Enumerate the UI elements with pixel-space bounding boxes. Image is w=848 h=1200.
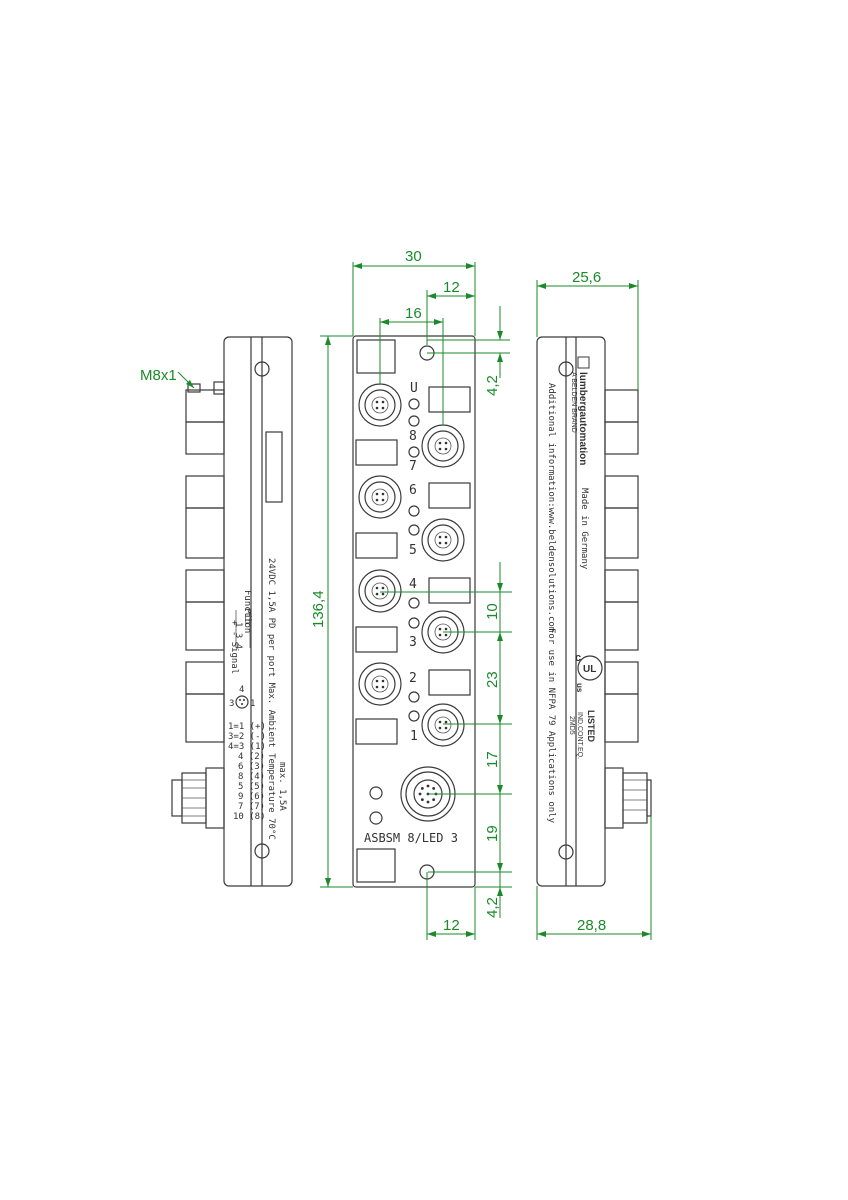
pinmap-item: 3=2 (-) <box>228 732 266 742</box>
led-label-u: U <box>410 381 418 396</box>
dim-pitch-17: 17 <box>484 751 501 768</box>
mount-hole-left-top <box>254 361 270 377</box>
m12-pin <box>432 798 436 802</box>
nfpa-text: For use in NFPA 79 Applications only <box>546 628 556 824</box>
led-label-5: 5 <box>409 543 417 558</box>
dim-port-offset-bottom: 12 <box>443 917 460 934</box>
status-led <box>408 524 420 536</box>
mount-hole-left-bottom <box>254 843 270 859</box>
info-text: Additional information:www.beldensolutio… <box>546 383 556 632</box>
dim-hole-offset-bottom: 4,2 <box>484 897 501 918</box>
pinmap-item: 6 (3) <box>238 762 265 772</box>
pin-values: 1 3 4 <box>233 622 243 649</box>
ul-mid-text: UL <box>583 664 596 675</box>
brand-name: lumbergautomation <box>577 372 588 465</box>
pin-label-4: 4 <box>239 685 244 695</box>
left-side-view <box>171 336 293 887</box>
led-label-6: 6 <box>409 483 417 498</box>
m12-pin <box>426 800 430 804</box>
brand-logo-icon <box>577 356 590 369</box>
pin-header: Pin <box>242 608 252 624</box>
led-label-1: 1 <box>410 729 418 744</box>
ul-c-text: c <box>575 652 581 664</box>
model-label: ASBSM 8/LED 3 <box>364 831 458 845</box>
listed-code: IND.CONT.EQ. <box>576 712 583 759</box>
function-values: + - Signal <box>229 620 239 674</box>
dim-hole-offset-top: 4,2 <box>484 375 501 396</box>
brand-sub: A BELDEN BRAND <box>570 372 577 433</box>
m12-pin <box>420 786 424 790</box>
m8-port <box>358 662 402 706</box>
max-current-text: max. 1,5A <box>277 762 287 811</box>
led-label-3: 3 <box>409 635 417 650</box>
dim-port-spacing: 16 <box>405 305 422 322</box>
right-side-view <box>536 336 652 887</box>
thread-label: M8x1 <box>140 367 177 384</box>
status-led <box>408 398 420 410</box>
listed-text: LISTED <box>586 710 596 743</box>
led-label-2: 2 <box>409 671 417 686</box>
m8-ports <box>358 383 465 747</box>
dim-height-total: 136,4 <box>310 590 327 628</box>
pinmap-list: 1=1 (+) 3=2 (-) 4=3 (1) 4 (2) 6 (3) 8 (4… <box>228 722 266 822</box>
pin-diagram-icon <box>235 695 249 709</box>
pin-label-1: 1 <box>250 699 255 709</box>
pinmap-item: 5 (5) <box>238 782 265 792</box>
led-label-4: 4 <box>409 577 417 592</box>
status-led <box>408 710 420 722</box>
pinmap-item: 8 (4) <box>238 772 265 782</box>
dimension-arrows <box>325 263 651 937</box>
pinmap-item: 1=1 (+) <box>228 722 266 732</box>
status-led <box>408 446 420 458</box>
m12-pin <box>432 786 436 790</box>
ul-us-text: us <box>575 683 584 693</box>
status-leds <box>408 398 420 722</box>
dim-side-bottom: 28,8 <box>577 917 606 934</box>
led-label-8: 8 <box>409 429 417 444</box>
m8-port <box>421 518 465 562</box>
pinmap-item: 4 (2) <box>238 752 265 762</box>
m8-port <box>358 569 402 613</box>
status-led <box>408 691 420 703</box>
pinmap-item: 10 (8) <box>233 812 266 822</box>
m12-pin <box>426 784 430 788</box>
dim-width-total: 30 <box>405 248 422 265</box>
led-label-7: 7 <box>409 459 417 474</box>
listed-num: 2MD5 <box>568 716 575 735</box>
status-led <box>408 597 420 609</box>
status-led <box>408 505 420 517</box>
m8-thread <box>187 383 201 393</box>
pinmap-item: 9 (6) <box>238 792 265 802</box>
ul-mark-icon <box>577 655 603 681</box>
pinmap-item: 7 (7) <box>238 802 265 812</box>
dim-pitch-19: 19 <box>484 825 501 842</box>
m8-port <box>358 475 402 519</box>
m8-port <box>421 424 465 468</box>
m8-port <box>358 383 402 427</box>
pin-label-3: 3 <box>229 699 234 709</box>
dim-port-offset-top: 12 <box>443 279 460 296</box>
m12-connector-left <box>171 767 225 829</box>
status-led <box>408 617 420 629</box>
rating-text: 24VDC 1,5A PD per port Max. Ambient Temp… <box>266 558 276 840</box>
m12-connector-front <box>369 766 456 825</box>
status-led <box>408 415 420 427</box>
function-header: Function <box>242 590 252 633</box>
dim-led-pitch: 10 <box>484 603 501 620</box>
made-text: Made in Germany <box>579 488 589 570</box>
dim-pitch-23: 23 <box>484 671 501 688</box>
m8-port <box>421 703 465 747</box>
m12-pin <box>420 798 424 802</box>
pinmap-item: 4=3 (1) <box>228 742 266 752</box>
front-view <box>352 335 476 888</box>
dimension-lines <box>320 262 652 940</box>
dim-side-top: 25,6 <box>572 269 601 286</box>
m12-pin <box>418 792 422 796</box>
